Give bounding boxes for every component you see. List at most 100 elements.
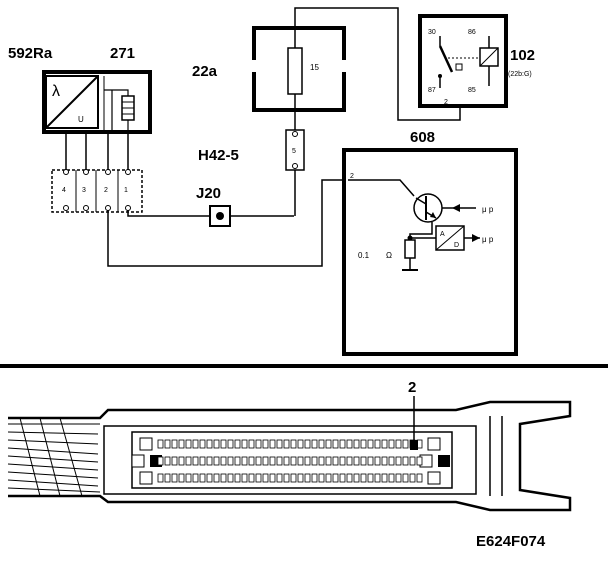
- connector-pin-4: 4: [62, 187, 66, 194]
- connector-pin: [206, 439, 213, 449]
- connector-pin: [367, 473, 374, 483]
- connector-pin: [157, 456, 164, 466]
- resistor-value: 0.1: [358, 251, 370, 260]
- connector-pin: [388, 439, 395, 449]
- ecu-pin: 2: [350, 173, 354, 180]
- relay-switch: [438, 45, 454, 73]
- connector-pin: [213, 439, 220, 449]
- connector-pin: [185, 456, 192, 466]
- relay-pin-2: 2: [444, 99, 448, 106]
- connector-pin: [178, 456, 185, 466]
- connector-pin: [234, 473, 241, 483]
- signal-wires: [107, 179, 344, 267]
- connector-pin: [290, 456, 297, 466]
- connector-pin: [255, 473, 262, 483]
- connector-pin: [353, 456, 360, 466]
- highlighted-pin: [410, 440, 418, 450]
- resistor-unit: Ω: [386, 251, 392, 260]
- relay-pin-85: 85: [468, 87, 476, 94]
- relay-code: 102: [510, 47, 535, 64]
- connector-pin: [255, 439, 262, 449]
- connector-pin: [318, 473, 325, 483]
- connector-pin: [192, 439, 199, 449]
- connector-pin: [164, 456, 171, 466]
- connector-pin: [381, 456, 388, 466]
- figure-id: E624F074: [476, 533, 546, 550]
- connector-pin: [311, 456, 318, 466]
- fuse-box-code: 22a: [192, 63, 218, 80]
- connector-pin: [220, 439, 227, 449]
- connector-pin: [290, 439, 297, 449]
- transistor: [413, 193, 443, 223]
- fuse-number: 15: [310, 63, 319, 72]
- connector-pin: [318, 439, 325, 449]
- ecu-connector-drawing: [7, 400, 572, 512]
- connector-pin: [304, 456, 311, 466]
- connector-pin: [206, 473, 213, 483]
- connector-pin: [381, 439, 388, 449]
- junction-code: J20: [196, 185, 221, 202]
- connector-pin: [213, 473, 220, 483]
- connector-pin: [367, 456, 374, 466]
- connector-pin: [290, 473, 297, 483]
- connector-pin: [416, 456, 423, 466]
- connector-pin: [395, 473, 402, 483]
- connector-pin: [185, 439, 192, 449]
- connector-pin: [178, 473, 185, 483]
- connector-pin: [416, 473, 423, 483]
- connector-pin: [304, 439, 311, 449]
- microprocessor-label-1: μ p: [482, 205, 494, 214]
- connector-pin: [248, 439, 255, 449]
- microprocessor-label-2: μ p: [482, 235, 494, 244]
- shunt-resistor: [404, 239, 416, 259]
- connector-pin: [220, 456, 227, 466]
- highlight-pin-label: 2: [408, 379, 416, 396]
- lambda-symbol: λ: [52, 83, 60, 100]
- connector-pin: [192, 473, 199, 483]
- connector-pin: [262, 456, 269, 466]
- connector-pin: [360, 473, 367, 483]
- relay-pin-87: 87: [428, 87, 436, 94]
- ad-a-label: A: [440, 231, 445, 238]
- junction-j20: [209, 205, 231, 227]
- connector-pin: [402, 439, 409, 449]
- harness-connector-code: H42-5: [198, 147, 239, 164]
- connector-pin-2: 2: [104, 187, 108, 194]
- connector-pin: [227, 456, 234, 466]
- connector-pin: [332, 439, 339, 449]
- connector-pin: [325, 439, 332, 449]
- connector-pin: [213, 456, 220, 466]
- heater-code: 271: [110, 45, 135, 62]
- connector-pin: [325, 456, 332, 466]
- connector-pin: [346, 456, 353, 466]
- lambda-sensor: λ U: [42, 70, 152, 134]
- fuse: [287, 47, 303, 95]
- harness-connector: 5: [285, 129, 305, 171]
- harness-pin: 5: [292, 148, 296, 155]
- connector-pin: [395, 439, 402, 449]
- connector-pin: [171, 473, 178, 483]
- connector-pin: [171, 439, 178, 449]
- connector-pin: [192, 456, 199, 466]
- connector-pin: [311, 439, 318, 449]
- relay-pin-30: 30: [428, 29, 436, 36]
- connector-pin: [360, 456, 367, 466]
- connector-pin: [360, 439, 367, 449]
- connector-pin: [178, 439, 185, 449]
- connector-pin: [339, 473, 346, 483]
- sensor-wires: [65, 132, 129, 170]
- connector-pin: [171, 456, 178, 466]
- connector-pin: [262, 473, 269, 483]
- connector-pin: [199, 439, 206, 449]
- fuse-wires: [294, 7, 461, 216]
- connector-pin: [332, 456, 339, 466]
- connector-pin: [276, 439, 283, 449]
- connector-pin: [241, 456, 248, 466]
- connector-pin: [227, 473, 234, 483]
- connector-pin: [374, 456, 381, 466]
- connector-pin: [206, 456, 213, 466]
- connector-pin: [269, 439, 276, 449]
- connector-pin: [346, 439, 353, 449]
- connector-pin: [234, 439, 241, 449]
